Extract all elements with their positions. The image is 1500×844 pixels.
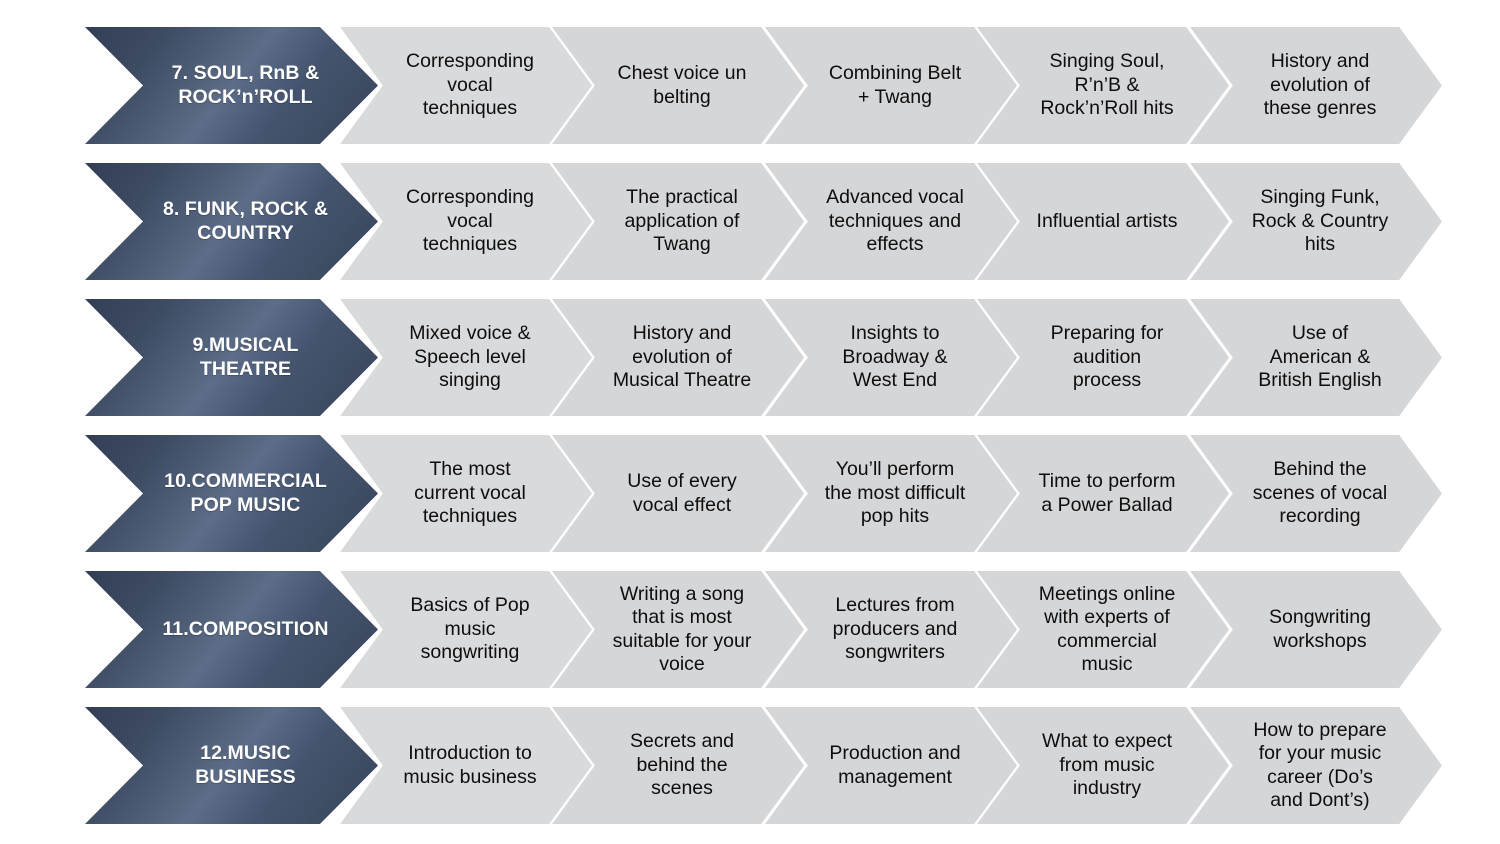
step-text: Use of every vocal effect [627, 470, 737, 516]
step-text: The practical application of Twang [624, 186, 740, 256]
process-row: 11.COMPOSITION Basics of Pop music songw… [0, 571, 1500, 688]
step-text: Lectures from producers and songwriters [832, 594, 958, 664]
step-text: Chest voice un belting [617, 62, 747, 108]
step-text: Use of American & British English [1258, 322, 1382, 392]
step-text: History and evolution of Musical Theatre [612, 322, 752, 392]
step-text: Singing Funk, Rock & Country hits [1251, 186, 1389, 256]
step-text: Meetings online with experts of commerci… [1038, 582, 1176, 675]
step-text: Influential artists [1036, 209, 1178, 232]
row-label-text: 12.MUSIC BUSINESS [195, 741, 296, 788]
step-text: Songwriting workshops [1269, 606, 1371, 652]
step-text: Time to perform a Power Ballad [1038, 470, 1176, 516]
row-label-chevron[interactable]: 8. FUNK, ROCK & COUNTRY [85, 163, 378, 280]
step-text: Corresponding vocal techniques [406, 186, 534, 256]
step-text: Insights to Broadway & West End [842, 322, 948, 392]
step-chevron[interactable]: Preparing for audition process [977, 299, 1229, 416]
step-text: Introduction to music business [403, 742, 537, 788]
step-text: You’ll perform the most difficult pop hi… [824, 458, 966, 528]
step-text: Singing Soul, R’n’B & Rock’n’Roll hits [1040, 50, 1174, 120]
process-row: 9.MUSICAL THEATRE Mixed voice & Speech l… [0, 299, 1500, 416]
row-label-text: 10.COMMERCIAL POP MUSIC [164, 469, 327, 516]
step-text: Basics of Pop music songwriting [410, 594, 530, 664]
step-text: Secrets and behind the scenes [629, 730, 735, 800]
step-chevron[interactable]: Singing Funk, Rock & Country hits [1190, 163, 1442, 280]
row-label-chevron[interactable]: 9.MUSICAL THEATRE [85, 299, 378, 416]
step-text: Advanced vocal techniques and effects [826, 186, 964, 256]
row-label-text: 8. FUNK, ROCK & COUNTRY [162, 197, 329, 244]
row-label-chevron[interactable]: 7. SOUL, RnB & ROCK’n’ROLL [85, 27, 378, 144]
row-label-text: 11.COMPOSITION [162, 617, 329, 640]
step-text: The most current vocal techniques [414, 458, 526, 528]
step-text: Corresponding vocal techniques [406, 50, 534, 120]
step-chevron[interactable]: The most current vocal techniques [340, 435, 592, 552]
step-text: Mixed voice & Speech level singing [409, 322, 531, 392]
process-row: 10.COMMERCIAL POP MUSIC The most current… [0, 435, 1500, 552]
row-label-chevron[interactable]: 10.COMMERCIAL POP MUSIC [85, 435, 378, 552]
step-chevron[interactable]: History and evolution of Musical Theatre [552, 299, 804, 416]
step-text: Preparing for audition process [1050, 322, 1164, 392]
row-label-text: 7. SOUL, RnB & ROCK’n’ROLL [171, 61, 320, 108]
process-row: 12.MUSIC BUSINESS Introduction to music … [0, 707, 1500, 824]
row-label-chevron[interactable]: 11.COMPOSITION [85, 571, 378, 688]
process-row: 7. SOUL, RnB & ROCK’n’ROLL Corresponding… [0, 27, 1500, 144]
process-row: 8. FUNK, ROCK & COUNTRY Corresponding vo… [0, 163, 1500, 280]
row-label-chevron[interactable]: 12.MUSIC BUSINESS [85, 707, 378, 824]
step-text: Production and management [829, 742, 961, 788]
step-text: History and evolution of these genres [1263, 50, 1377, 120]
step-text: How to prepare for your music career (Do… [1253, 718, 1387, 811]
step-text: Combining Belt + Twang [828, 62, 962, 108]
step-text: What to expect from music industry [1041, 730, 1173, 800]
row-label-text: 9.MUSICAL THEATRE [192, 333, 299, 380]
step-text: Writing a song that is most suitable for… [612, 582, 752, 675]
step-text: Behind the scenes of vocal recording [1252, 458, 1388, 528]
